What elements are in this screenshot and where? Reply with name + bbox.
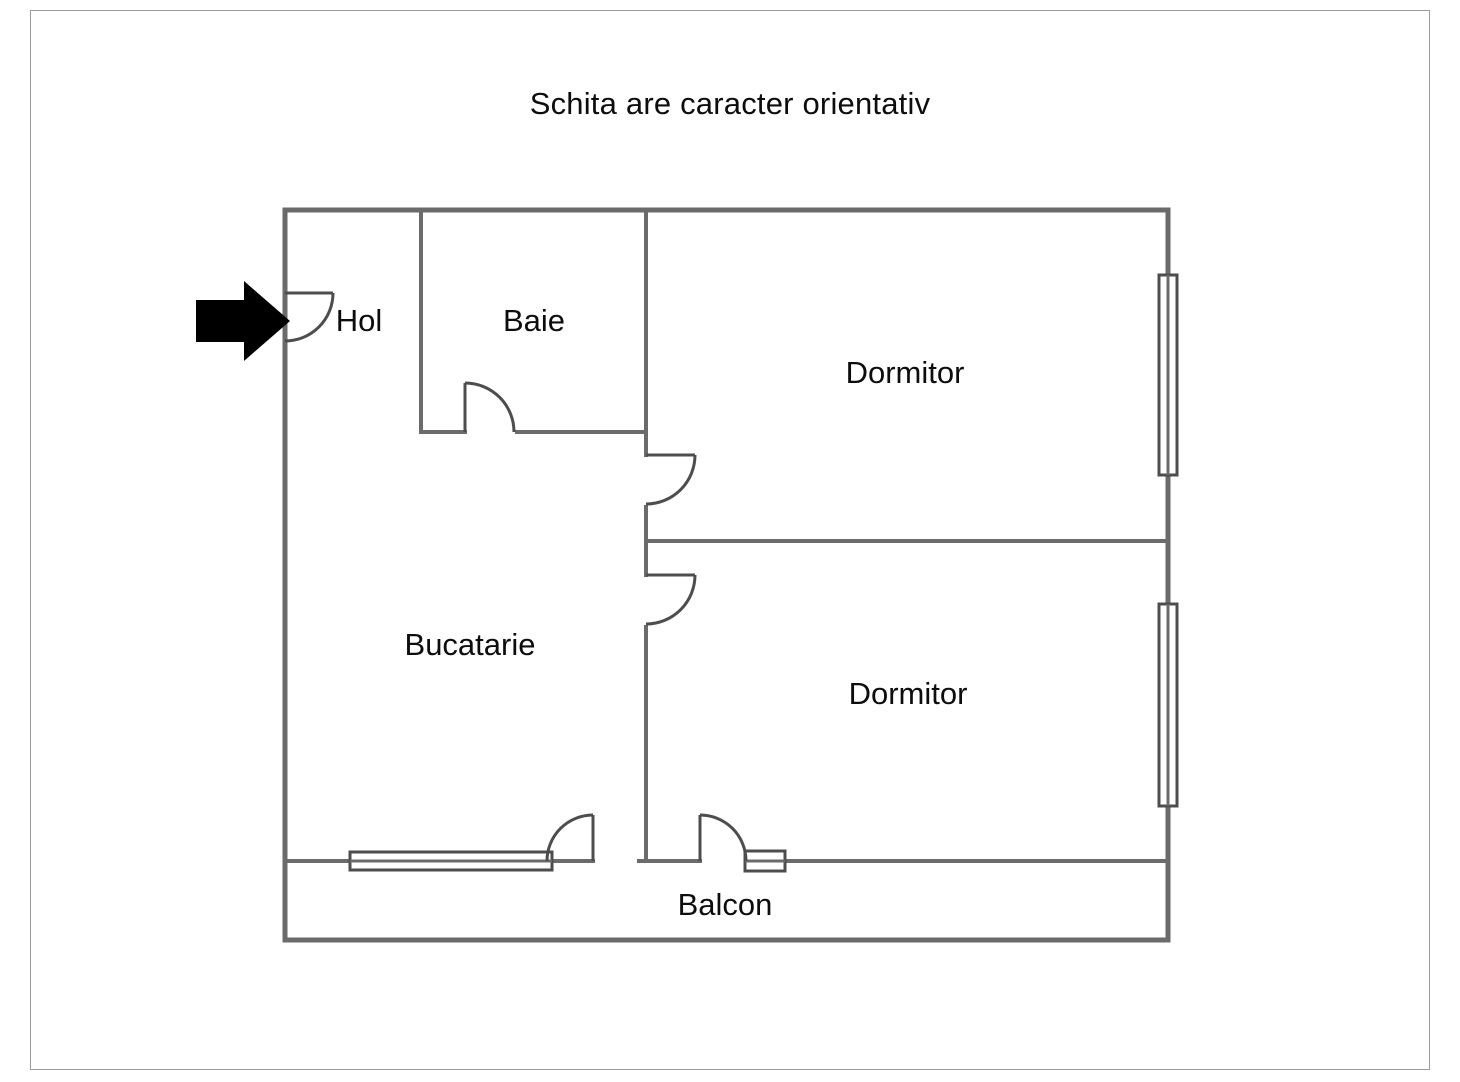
entry-arrow-icon [196, 281, 290, 361]
interior-walls-group [283, 208, 1170, 863]
room-label-balcon: Balcon [677, 887, 773, 922]
door-balcon-right-arc [699, 813, 748, 862]
windows-group [348, 273, 1179, 873]
room-label-baie: Baie [502, 303, 566, 338]
window-mullions-group [350, 275, 1170, 863]
door-dormitor-lower-arc [645, 574, 697, 626]
room-label-hol: Hol [335, 303, 383, 338]
walls-group [282, 207, 1171, 943]
room-label-dormitor-lower: Dormitor [848, 676, 968, 711]
door-balcon-left-arc [545, 813, 594, 862]
room-label-bucatarie: Bucatarie [404, 627, 536, 662]
doors-group [284, 291, 748, 862]
door-baie-arc [464, 381, 516, 433]
entry-direction-arrow [196, 281, 290, 361]
door-entrance-arc [284, 292, 335, 343]
room-label-dormitor-upper: Dormitor [845, 355, 965, 390]
page-title: Schita are caracter orientativ [529, 86, 931, 121]
door-dormitor-upper-arc [645, 454, 697, 506]
